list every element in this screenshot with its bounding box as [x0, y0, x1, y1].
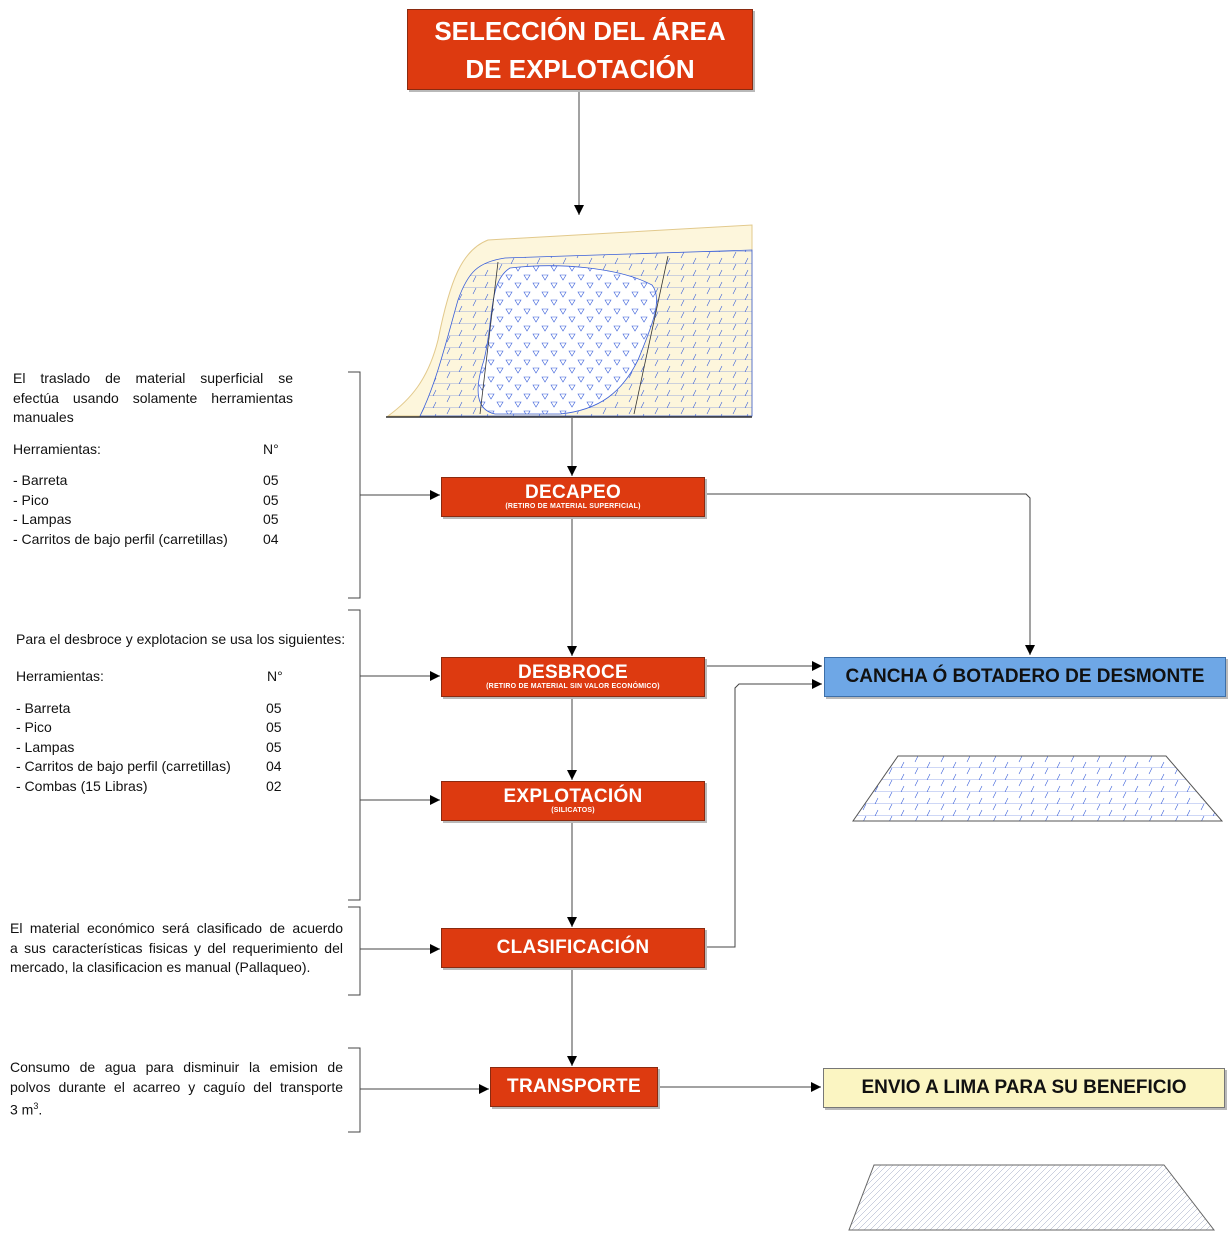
note-decapeo-num-header: N°	[263, 441, 279, 457]
tool-name: - Barreta	[13, 472, 68, 488]
cancha-label: CANCHA Ó BOTADERO DE DESMONTE	[845, 666, 1205, 687]
tool-count: 04	[266, 758, 282, 774]
note-clasificacion-line: El material económico será clasificado d…	[10, 920, 343, 936]
arrow-decapeo-to-cancha	[706, 493, 1035, 655]
envio-box: ENVIO A LIMA PARA SU BENEFICIO	[823, 1068, 1225, 1108]
cancha-box: CANCHA Ó BOTADERO DE DESMONTE	[824, 657, 1226, 697]
note-decapeo-intro-line: El traslado de material superficial se	[13, 370, 293, 386]
note-transporte-exponent: 3	[33, 1101, 39, 1111]
waste-dump-illustration	[852, 755, 1224, 822]
step-clasificacion: CLASIFICACIÓN	[441, 928, 705, 968]
tool-name: - Combas (15 Libras)	[16, 778, 148, 794]
note-clasificacion-line: mercado, la clasificacion es manual (Pal…	[10, 959, 311, 975]
tool-count: 05	[266, 719, 282, 735]
tool-name: - Lampas	[16, 739, 75, 755]
step-desbroce-label: DESBROCE	[517, 662, 629, 683]
note-desbroce-tools-header: Herramientas:	[16, 668, 104, 684]
bracket-desbroce	[348, 609, 361, 901]
note-desbroce-intro: Para el desbroce y explotacion se usa lo…	[16, 631, 346, 647]
step-decapeo: DECAPEO (RETIRO DE MATERIAL SUPERFICIAL)	[441, 477, 705, 517]
tool-name: - Carritos de bajo perfil (carretillas)	[16, 758, 231, 774]
tool-name: - Pico	[13, 492, 49, 508]
step-explotacion-sub: (SILICATOS)	[551, 807, 595, 814]
tool-count: 05	[263, 472, 279, 488]
step-transporte-label: TRANSPORTE	[507, 1076, 641, 1097]
note-decapeo-tools-header: Herramientas:	[13, 441, 101, 457]
tool-name: - Pico	[16, 719, 52, 735]
tool-count: 05	[266, 739, 282, 755]
tool-count: 05	[263, 492, 279, 508]
note-clasificacion: El material económico será clasificado d…	[10, 919, 343, 978]
tool-count: 04	[263, 531, 279, 547]
title-line-2: DE EXPLOTACIÓN	[465, 53, 695, 84]
title-line-1: SELECCIÓN DEL ÁREA	[434, 15, 726, 46]
note-transporte: Consumo de agua para disminuir la emisio…	[10, 1058, 343, 1120]
tool-count: 05	[263, 511, 279, 527]
step-decapeo-sub: (RETIRO DE MATERIAL SUPERFICIAL)	[505, 503, 641, 510]
tool-name: - Carritos de bajo perfil (carretillas)	[13, 531, 228, 547]
tool-count: 05	[266, 700, 282, 716]
arrow-clasificacion-to-cancha	[706, 679, 822, 948]
step-desbroce-sub: (RETIRO DE MATERIAL SIN VALOR ECONÓMICO)	[486, 683, 660, 690]
product-stockpile-illustration	[848, 1164, 1216, 1231]
bracket-clasificacion	[348, 906, 361, 996]
note-transporte-line: polvos durante el acarreo y caguío del t…	[10, 1078, 343, 1095]
note-transporte-last-line: 3 m3.	[10, 1097, 343, 1120]
note-decapeo-intro: El traslado de material superficial se e…	[13, 369, 293, 428]
exploitation-area-illustration	[386, 224, 753, 418]
note-desbroce-num-header: N°	[267, 668, 283, 684]
step-explotacion: EXPLOTACIÓN (SILICATOS)	[441, 781, 705, 821]
note-decapeo-intro-line: manuales	[13, 409, 74, 425]
step-desbroce: DESBROCE (RETIRO DE MATERIAL SIN VALOR E…	[441, 657, 705, 697]
step-transporte: TRANSPORTE	[490, 1067, 658, 1107]
step-explotacion-label: EXPLOTACIÓN	[503, 786, 643, 807]
title-box: SELECCIÓN DEL ÁREA DE EXPLOTACIÓN	[407, 9, 753, 90]
step-decapeo-label: DECAPEO	[524, 482, 622, 503]
envio-label: ENVIO A LIMA PARA SU BENEFICIO	[861, 1077, 1187, 1098]
note-transporte-volume: 3 m	[10, 1101, 34, 1118]
tool-name: - Barreta	[16, 700, 71, 716]
note-transporte-line: Consumo de agua para disminuir la emisio…	[10, 1059, 343, 1075]
note-decapeo-intro-line: efectúa usando solamente herramientas	[13, 389, 293, 406]
tool-count: 02	[266, 778, 282, 794]
bracket-transporte	[348, 1047, 361, 1133]
bracket-decapeo	[348, 371, 361, 599]
note-clasificacion-line: a sus características fisicas y del requ…	[10, 939, 343, 956]
note-transporte-period: .	[38, 1101, 43, 1118]
tool-name: - Lampas	[13, 511, 72, 527]
step-clasificacion-label: CLASIFICACIÓN	[496, 937, 650, 958]
